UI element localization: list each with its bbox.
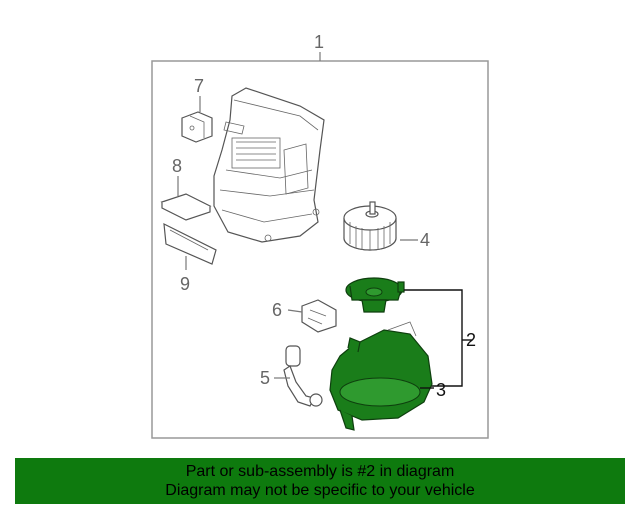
blower-housing-assembly [213, 87, 325, 243]
callout-2-bracket [404, 289, 463, 387]
part-8-filter [160, 193, 212, 221]
callout-4: 4 [420, 230, 430, 250]
part-9-filter-element [163, 222, 217, 265]
callout-1: 1 [314, 32, 324, 52]
banner-line-1: Part or sub-assembly is #2 in diagram [185, 463, 455, 480]
part-3-lower-housing [329, 321, 433, 431]
callout-5: 5 [260, 368, 270, 388]
banner-line-2: Diagram may not be specific to your vehi… [165, 482, 475, 499]
callout-6-leader [287, 309, 303, 313]
part-3-blower-motor [345, 277, 405, 313]
part-7-actuator [181, 111, 213, 143]
callout-8: 8 [172, 156, 182, 176]
part-4-fan-wheel [343, 201, 397, 251]
callout-7: 7 [194, 76, 204, 96]
info-banner: Part or sub-assembly is #2 in diagram Di… [15, 458, 625, 504]
callout-3: 3 [436, 380, 446, 400]
part-5-duct [283, 345, 323, 407]
callout-9: 9 [180, 274, 190, 294]
part-6-connector [301, 299, 337, 333]
callout-6: 6 [272, 300, 282, 320]
